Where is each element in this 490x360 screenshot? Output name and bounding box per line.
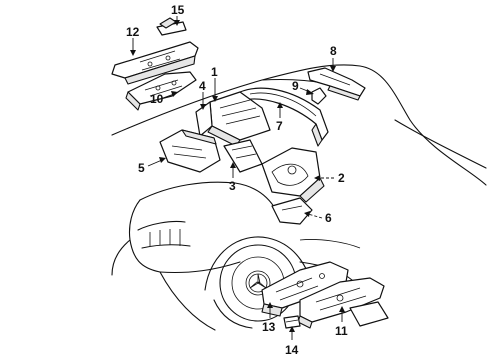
part-9-clip	[311, 87, 327, 105]
leader-lines	[130, 16, 345, 340]
callout-12: 12	[126, 25, 140, 39]
callout-1: 1	[211, 65, 218, 79]
callout-7: 7	[276, 119, 283, 133]
part-1-cowl-panel	[207, 91, 271, 147]
callout-10: 10	[150, 92, 164, 106]
callout-4: 4	[199, 79, 206, 93]
callout-3: 3	[229, 179, 236, 193]
callout-8: 8	[330, 44, 337, 58]
part-11-frame-rail	[297, 277, 389, 329]
part-3-panel	[223, 139, 263, 173]
star-emblem	[248, 273, 268, 293]
callout-15: 15	[171, 3, 185, 17]
callout-2: 2	[338, 171, 345, 185]
fender-outline	[139, 181, 277, 211]
hood-outline	[111, 64, 487, 186]
part-15-bracket	[156, 17, 187, 36]
part-2-wheelhouse	[261, 147, 325, 203]
part-14-clip	[283, 315, 301, 329]
callout-14: 14	[285, 343, 299, 357]
callout-13: 13	[262, 320, 276, 334]
part-7-support	[239, 87, 329, 147]
part-10-bracket	[125, 71, 197, 111]
part-8-crossmember	[307, 67, 366, 101]
callout-11: 11	[335, 324, 348, 338]
part-5-panel	[159, 129, 221, 173]
part-6-bracket	[271, 197, 313, 225]
callout-9: 9	[292, 79, 299, 93]
callout-5: 5	[138, 161, 145, 175]
callout-labels: 15 12 10 8 9 7 1 4 5 3 2 6 13 14 11	[126, 3, 348, 357]
part-12-rail	[111, 41, 199, 85]
callout-6: 6	[325, 211, 332, 225]
